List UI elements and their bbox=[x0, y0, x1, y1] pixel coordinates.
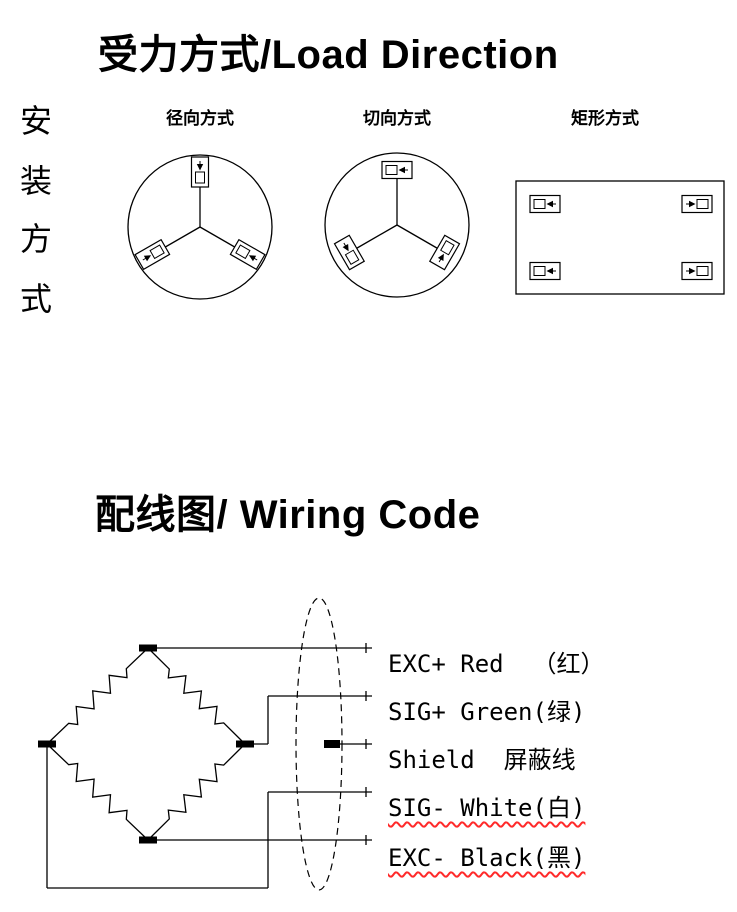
shield-terminal bbox=[324, 740, 340, 748]
load-cell-symbol bbox=[134, 238, 171, 271]
mounting-method-char-2: 装 bbox=[20, 163, 53, 199]
wire-label-shield: Shield 屏蔽线 bbox=[388, 746, 576, 774]
wiring-code-title: 配线图/ Wiring Code bbox=[95, 493, 481, 537]
load-cell-symbol bbox=[190, 156, 210, 188]
bridge-node-terminal bbox=[38, 740, 56, 748]
wire-label-sig-minus: SIG- White(白) bbox=[388, 794, 586, 822]
load-cell-symbol bbox=[529, 194, 561, 214]
bridge-resistor bbox=[46, 647, 149, 745]
load-cell-symbol bbox=[681, 261, 713, 281]
wire-label-exc-minus: EXC- Black(黑) bbox=[388, 844, 586, 872]
load-cell-symbol bbox=[229, 238, 266, 271]
mounting-method-char-1: 安 bbox=[20, 103, 53, 139]
platform-rect bbox=[515, 180, 725, 295]
bridge-resistor bbox=[147, 743, 246, 841]
load-cell-symbol bbox=[333, 234, 366, 271]
bridge-node-terminal bbox=[236, 740, 254, 748]
wire-label-sig-plus: SIG+ Green(绿) bbox=[388, 698, 586, 726]
load-direction-title: 受力方式/Load Direction bbox=[98, 33, 559, 77]
bridge-resistor bbox=[46, 743, 149, 841]
wire-label-exc-plus: EXC+ Red （红） bbox=[388, 650, 605, 678]
bridge-node-terminal bbox=[139, 836, 157, 844]
mounting-method-char-4: 式 bbox=[20, 281, 53, 317]
load-cell-symbol bbox=[529, 261, 561, 281]
platform-circle bbox=[127, 154, 273, 300]
load-cell-symbol bbox=[681, 194, 713, 214]
load-cell-symbol bbox=[381, 160, 413, 180]
diagram-label-rectangular: 矩形方式 bbox=[571, 109, 639, 128]
diagram-label-radial: 径向方式 bbox=[166, 109, 234, 128]
bridge-node-terminal bbox=[139, 644, 157, 652]
mounting-method-char-3: 方 bbox=[20, 221, 53, 257]
bridge-resistor bbox=[147, 647, 246, 745]
load-cell-symbol bbox=[428, 234, 461, 271]
diagram-label-tangential: 切向方式 bbox=[363, 109, 431, 128]
platform-circle bbox=[324, 152, 470, 298]
